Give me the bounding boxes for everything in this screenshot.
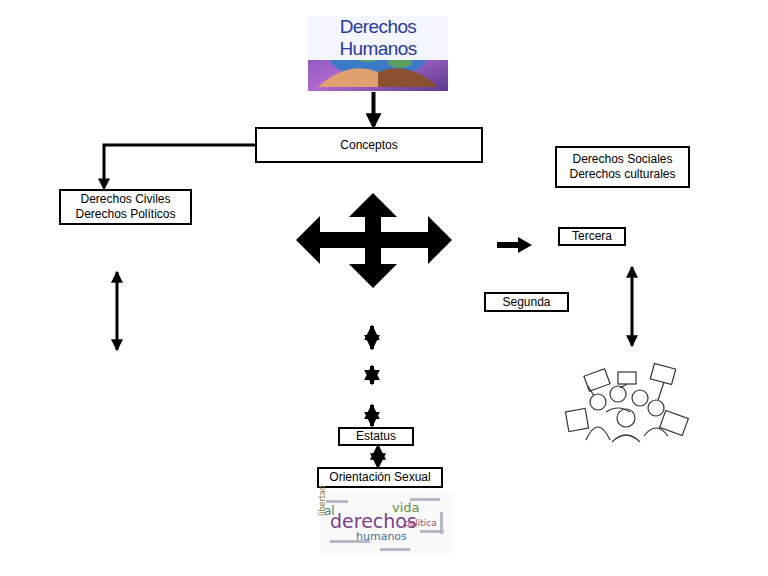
double-arrow (370, 326, 374, 349)
node-text: Orientación Sexual (325, 470, 434, 485)
word-cloud-filler (326, 498, 444, 551)
generation-box: Tercera (558, 227, 626, 246)
word-cloud-word: política (404, 518, 437, 529)
pointer-arrow (497, 237, 532, 253)
word-cloud-word: vida (392, 500, 420, 515)
word-cloud-word: humanos (356, 530, 407, 543)
category-box: Estatus (338, 427, 414, 446)
connector-arrow (104, 145, 255, 188)
connector-arrow (376, 447, 380, 466)
word-cloud-word: libertad (318, 485, 328, 516)
node-text: Estatus (352, 429, 400, 444)
connector-arrow (372, 92, 376, 126)
double-arrow (370, 405, 374, 426)
cross-arrow (296, 193, 452, 288)
node-text: Derechos Civiles Derechos Políticos (61, 192, 190, 222)
double-arrow (370, 366, 374, 384)
node-text: Derechos Sociales Derechos culturales (557, 152, 688, 182)
double-arrow (116, 272, 119, 350)
rights-box: Derechos Civiles Derechos Políticos (59, 189, 192, 225)
title-image: Derechos Humanos (308, 14, 448, 91)
generation-box: Segunda (484, 292, 569, 312)
node-text: Derechos Humanos (308, 16, 448, 60)
node-text: Segunda (498, 295, 554, 310)
node-text: Tercera (568, 229, 616, 244)
people-illustration (565, 363, 688, 442)
node-text: Conceptos (336, 138, 401, 153)
double-arrow (631, 267, 634, 346)
category-box: Orientación Sexual (317, 467, 443, 488)
rights-box: Derechos Sociales Derechos culturales (555, 146, 690, 188)
word-cloud-backdrop (320, 492, 454, 554)
concept-box: Conceptos (255, 127, 483, 163)
